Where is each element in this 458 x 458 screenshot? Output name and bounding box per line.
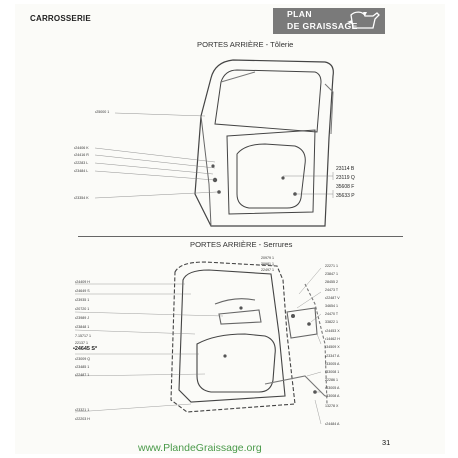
part-ref: •33005 A <box>325 362 340 366</box>
door-sheet-metal-drawing <box>94 59 334 227</box>
part-ref: •33008 1 <box>325 370 340 374</box>
part-ref: 35608 F <box>336 184 355 190</box>
part-ref: •23485 1 <box>75 365 90 369</box>
part-ref: 24470 T <box>325 312 339 316</box>
part-ref: 22137 1 <box>75 341 88 345</box>
part-ref: 24473 T <box>325 288 339 292</box>
part-ref: •22487 1 <box>75 373 90 377</box>
part-ref: •24409 H <box>75 280 90 284</box>
panel1-title: PORTES ARRIÈRE - Tôlerie <box>197 40 294 49</box>
part-ref: 23847 1 <box>325 272 338 276</box>
part-ref: •23935 1 <box>75 298 90 302</box>
part-ref: •20720 1 <box>75 307 90 311</box>
watermark-url[interactable]: www.PlandeGraissage.org <box>138 442 262 454</box>
part-ref: •22283 L <box>74 161 89 165</box>
part-ref: •33008 A <box>325 394 340 398</box>
part-ref: 13278 X <box>325 404 339 408</box>
part-ref: •33005 A <box>325 386 340 390</box>
section-heading: CARROSSERIE <box>30 14 91 23</box>
part-ref: •24416 R <box>74 153 89 157</box>
door-locks-drawing <box>74 261 328 425</box>
part-ref: 22497 1 <box>261 268 274 272</box>
logo-line-2: DE GRAISSAGE <box>287 21 358 31</box>
part-ref: 28455 2 <box>325 280 338 284</box>
part-ref: •24453 X <box>325 329 340 333</box>
part-ref: •25000 1 <box>95 110 110 114</box>
part-ref: •23484 L <box>74 169 89 173</box>
part-ref: •23989 J <box>75 316 90 320</box>
part-ref: •23009 Q <box>75 357 91 361</box>
part-ref: •23347 A <box>325 354 340 358</box>
part-ref: 7.15717 1 <box>75 334 91 338</box>
panel2-title: PORTES ARRIÈRE - Serrures <box>190 240 293 249</box>
part-ref: 20979 1 <box>261 256 274 260</box>
part-ref: •23354 K <box>74 196 89 200</box>
part-ref: 23119 Q <box>336 175 355 181</box>
page-number: 31 <box>382 438 391 447</box>
panel-divider <box>78 236 403 237</box>
part-ref: •22203 H <box>75 417 90 421</box>
part-ref: 22271 1 <box>325 264 338 268</box>
part-ref: 35633 P <box>336 193 355 199</box>
part-ref: •24406 K <box>74 146 89 150</box>
part-ref: 33822 1 <box>325 320 338 324</box>
part-ref: •24484 A <box>325 422 340 426</box>
part-ref: •23848 1 <box>75 325 90 329</box>
oil-can-icon <box>347 11 380 29</box>
part-ref: •34509 X <box>325 345 340 349</box>
part-ref: •14462 H <box>325 337 340 341</box>
part-ref: 23114 B <box>336 166 355 172</box>
part-ref: 20981 1 <box>261 262 274 266</box>
part-ref: 34654 1 <box>325 304 338 308</box>
part-ref: •23321 1 <box>75 408 90 412</box>
part-ref: •24645 S* <box>73 346 98 352</box>
part-ref: •22487 V <box>325 296 340 300</box>
plan-de-graissage-logo: PLAN DE GRAISSAGE <box>273 8 385 34</box>
manual-page: CARROSSERIE PLAN DE GRAISSAGE PORTES ARR… <box>15 4 445 454</box>
logo-line-1: PLAN <box>287 9 312 19</box>
part-ref: •24649 S <box>75 289 90 293</box>
part-ref: 22286 1 <box>325 378 338 382</box>
